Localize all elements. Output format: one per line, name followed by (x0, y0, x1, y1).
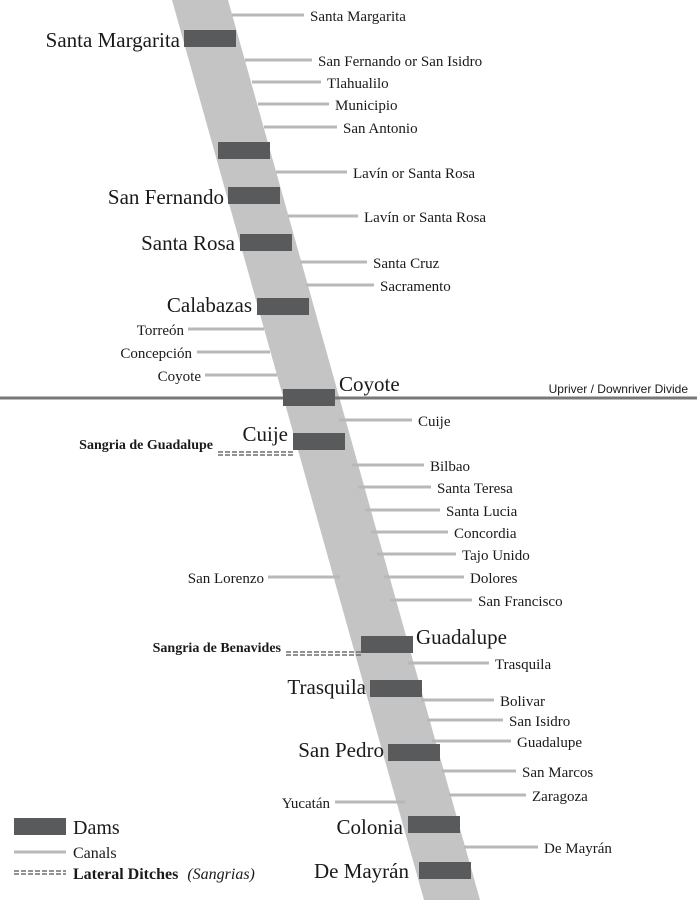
canal-right-zaragoza: Zaragoza (449, 789, 588, 805)
canal-label: San Isidro (509, 714, 570, 730)
canal-right-san-fernando-or-san-isidro: San Fernando or San Isidro (245, 54, 482, 70)
canal-right-san-francisco: San Francisco (390, 594, 563, 610)
canal-left-concepcion: Concepción (120, 346, 270, 362)
canal-left-torreon: Torreón (137, 323, 264, 339)
canal-label: Municipio (335, 98, 398, 114)
dam-san-fernando: San Fernando (108, 185, 280, 209)
canal-right-dolores: Dolores (384, 571, 518, 587)
canal-label: Tlahualilo (327, 76, 389, 92)
canal-label: Zaragoza (532, 789, 588, 805)
canal-label: Yucatán (282, 796, 331, 812)
canal-right-de-mayran: De Mayrán (464, 841, 612, 857)
canal-label: Cuije (418, 414, 451, 430)
dam-guadalupe: Guadalupe (361, 625, 507, 653)
canal-label: San Marcos (522, 765, 593, 781)
dam-colonia: Colonia (337, 815, 460, 839)
canal-right-tlahualilo: Tlahualilo (252, 76, 389, 92)
canal-label: San Francisco (478, 594, 563, 610)
canal-label: Concordia (454, 526, 517, 542)
canal-label: Trasquila (495, 657, 551, 673)
divider-label: Upriver / Downriver Divide (549, 382, 689, 396)
canal-label: Coyote (158, 369, 202, 385)
canal-right-cuije: Cuije (339, 414, 451, 430)
dam-label: Cuije (243, 422, 289, 446)
legend-ditches-label: Lateral Ditches (73, 866, 178, 883)
dam-label: San Pedro (298, 738, 384, 762)
canal-right-municipio: Municipio (258, 98, 398, 114)
canal-label: Tajo Unido (462, 548, 530, 564)
canal-left-san-lorenzo: San Lorenzo (188, 571, 340, 587)
canal-right-santa-cruz: Santa Cruz (300, 256, 440, 272)
dam-label: San Fernando (108, 185, 224, 209)
dam-de-mayran: De Mayrán (314, 859, 471, 883)
canal-right-lavin-or-santa-rosa-2: Lavín or Santa Rosa (288, 210, 486, 226)
canal-right-bilbao: Bilbao (352, 459, 470, 475)
dam-label: Colonia (337, 815, 404, 839)
dam-calabazas: Calabazas (167, 293, 309, 317)
legend-ditches-note: (Sangrias) (187, 866, 255, 883)
canal-label: Santa Lucia (446, 504, 518, 520)
canal-label: Lavín or Santa Rosa (353, 166, 475, 182)
canal-right-sacramento: Sacramento (306, 279, 451, 295)
canal-right-santa-lucia: Santa Lucia (365, 504, 518, 520)
canal-label: De Mayrán (544, 841, 612, 857)
dam-cuije: Cuije (243, 422, 345, 450)
canal-right-concordia: Concordia (371, 526, 517, 542)
canal-right-lavin-or-santa-rosa-1: Lavín or Santa Rosa (276, 166, 475, 182)
dam-label: Coyote (339, 372, 400, 396)
canal-label: Bolivar (500, 694, 545, 710)
canal-label: Santa Cruz (373, 256, 440, 272)
canal-right-san-antonio: San Antonio (264, 121, 418, 137)
canal-right-santa-margarita: Santa Margarita (232, 9, 406, 25)
dam-label: Santa Rosa (141, 231, 236, 255)
dam-coyote: Coyote (283, 372, 400, 406)
sangria-de-benavides: Sangria de Benavides (153, 641, 361, 656)
legend-dams-label: Dams (73, 817, 120, 839)
canal-label: San Lorenzo (188, 571, 264, 587)
dam-trasquila: Trasquila (287, 675, 422, 699)
canal-label: Santa Teresa (437, 481, 513, 497)
canal-right-san-isidro: San Isidro (427, 714, 570, 730)
canal-label: San Fernando or San Isidro (318, 54, 482, 70)
canal-right-santa-teresa: Santa Teresa (358, 481, 513, 497)
canal-label: Concepción (120, 346, 192, 362)
canal-right-bolivar: Bolivar (421, 694, 545, 710)
dam-santa-rosa: Santa Rosa (141, 231, 292, 255)
dam-label: Calabazas (167, 293, 252, 317)
legend-canals-label: Canals (73, 845, 117, 862)
dam-unlabeled (218, 142, 270, 159)
canal-right-trasquila: Trasquila (408, 657, 551, 673)
legend: Dams Canals Lateral Ditches (Sangrias) (14, 817, 255, 883)
svg-text:Lateral Ditches (San: Lateral Ditches (Sangrias) (73, 866, 255, 883)
dam-santa-margarita: Santa Margarita (46, 28, 236, 52)
canal-right-tajo-unido: Tajo Unido (377, 548, 530, 564)
dam-label: Trasquila (287, 675, 366, 699)
canal-label: Guadalupe (517, 735, 582, 751)
dam-label: De Mayrán (314, 859, 410, 883)
sangria-de-guadalupe: Sangria de Guadalupe (79, 438, 293, 456)
canal-left-yucatan: Yucatán (282, 796, 405, 812)
sangria-label: Sangria de Guadalupe (79, 438, 213, 453)
canal-right-guadalupe: Guadalupe (432, 735, 582, 751)
legend-item-ditches: Lateral Ditches (Sangrias) (14, 866, 255, 883)
canal-label: Bilbao (430, 459, 470, 475)
dam-label: Guadalupe (416, 625, 507, 649)
canal-label: Dolores (470, 571, 518, 587)
canal-label: Sacramento (380, 279, 451, 295)
canal-label: Lavín or Santa Rosa (364, 210, 486, 226)
canal-label: San Antonio (343, 121, 418, 137)
legend-item-canals: Canals (14, 845, 117, 862)
canal-right-san-marcos: San Marcos (442, 765, 593, 781)
canal-label: Torreón (137, 323, 185, 339)
sangria-label: Sangria de Benavides (153, 641, 282, 656)
canal-label: Santa Margarita (310, 9, 406, 25)
canal-left-coyote: Coyote (158, 369, 277, 385)
legend-item-dams: Dams (14, 817, 120, 839)
dam-san-pedro: San Pedro (298, 738, 440, 762)
dam-label: Santa Margarita (46, 28, 181, 52)
